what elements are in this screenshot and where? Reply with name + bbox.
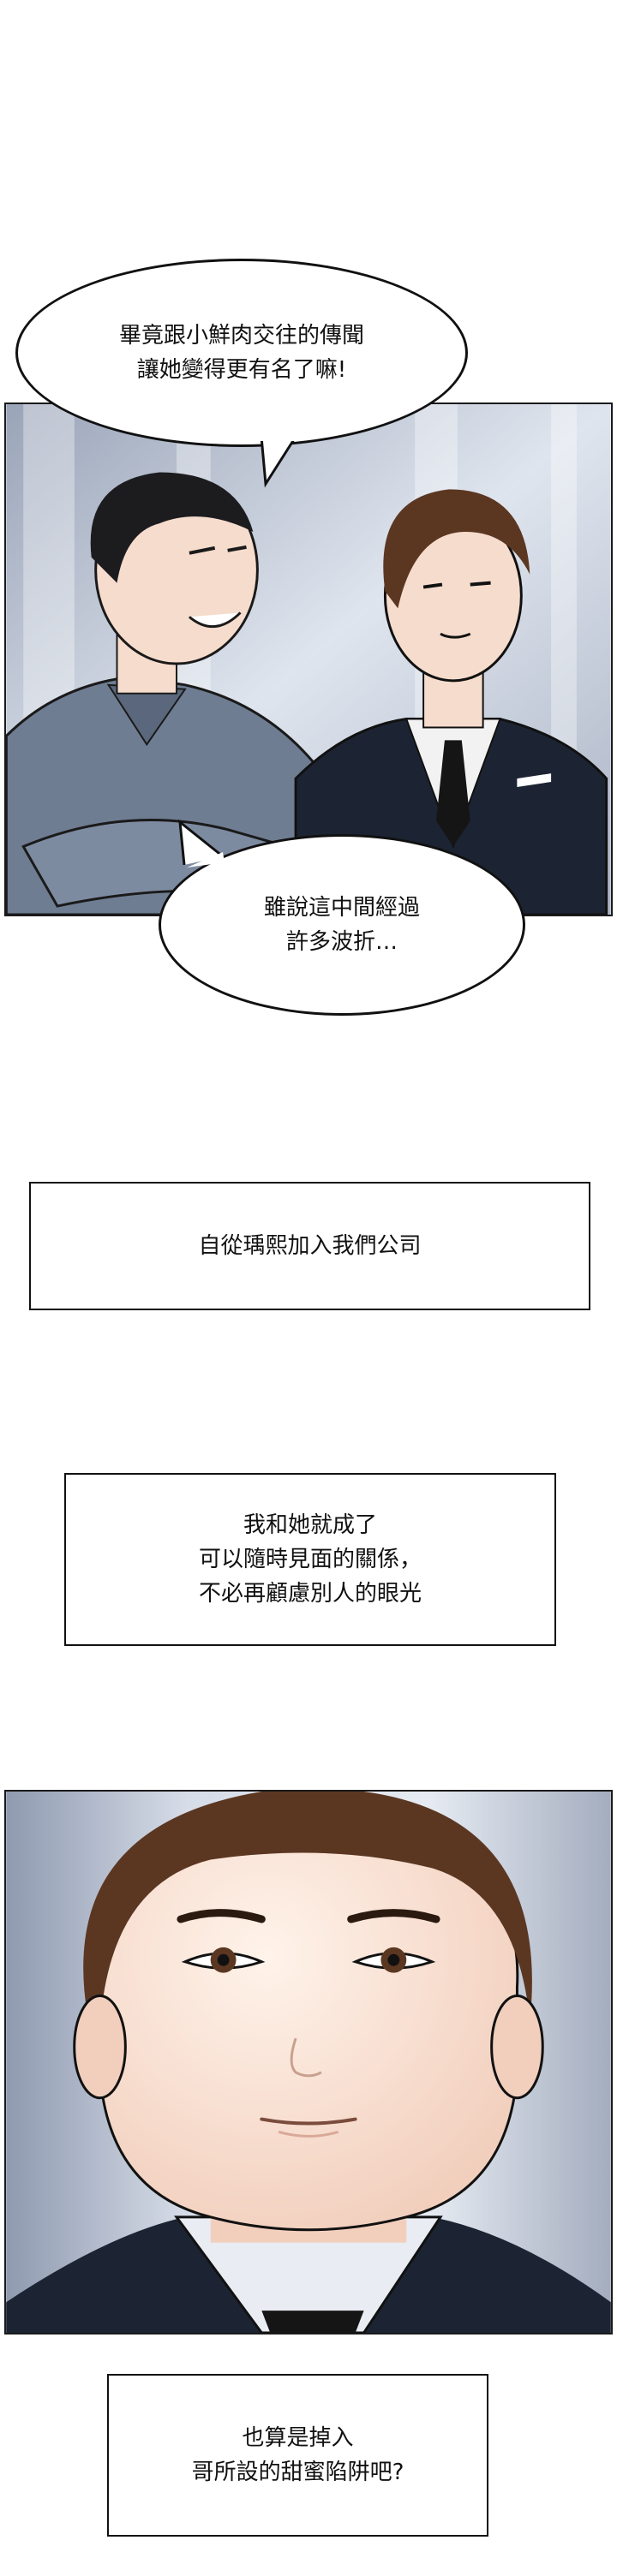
caption-1-line-1: 自從瑀熙加入我們公司 bbox=[198, 1233, 422, 1259]
comic-panel-two-men bbox=[4, 402, 613, 916]
caption-2-line-2: 可以隨時見面的關係， bbox=[198, 1547, 422, 1572]
caption-box-3: 也算是掉入 哥所設的甜蜜陷阱吧? bbox=[107, 2374, 488, 2537]
caption-box-2: 我和她就成了 可以隨時見面的關係， 不必再顧慮別人的眼光 bbox=[64, 1473, 556, 1646]
bubble-2-line-2: 許多波折… bbox=[285, 929, 398, 955]
caption-3-line-1: 也算是掉入 bbox=[242, 2425, 354, 2451]
caption-box-1: 自從瑀熙加入我們公司 bbox=[29, 1182, 590, 1310]
two-men-illustration bbox=[6, 404, 611, 915]
bubble-1-line-2: 讓她變得更有名了嘛! bbox=[136, 357, 347, 383]
caption-2-line-1: 我和她就成了 bbox=[243, 1512, 377, 1538]
speech-bubble-2-tail bbox=[178, 819, 225, 868]
bubble-1-line-1: 畢竟跟小鮮肉交往的傳聞 bbox=[118, 323, 364, 349]
closeup-face-illustration bbox=[6, 1792, 611, 2333]
speech-bubble-1: 畢竟跟小鮮肉交往的傳聞 讓她變得更有名了嘛! bbox=[15, 259, 468, 447]
speech-bubble-1-tail bbox=[260, 432, 299, 488]
caption-2-line-3: 不必再顧慮別人的眼光 bbox=[198, 1581, 422, 1607]
speech-bubble-2: 雖說這中間經過 許多波折… bbox=[159, 834, 525, 1016]
caption-3-line-2: 哥所設的甜蜜陷阱吧? bbox=[191, 2460, 404, 2485]
comic-panel-closeup bbox=[4, 1790, 613, 2334]
bubble-2-line-1: 雖說這中間經過 bbox=[263, 895, 420, 921]
